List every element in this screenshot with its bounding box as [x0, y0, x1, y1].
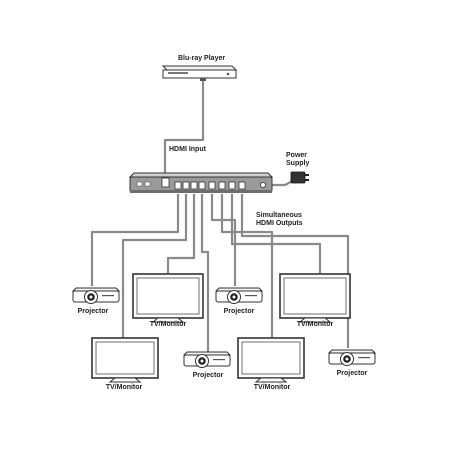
blu-ray-player — [161, 65, 238, 81]
cable-output-7 — [230, 194, 322, 273]
blu-ray-player-label: Blu-ray Player — [178, 55, 226, 62]
output-label-1: Projector — [77, 308, 109, 315]
cable-output-5 — [210, 194, 237, 286]
cable-output-3 — [166, 194, 196, 273]
cable-input — [163, 78, 205, 176]
simultaneous-outputs-label-line2: HDMI Outputs — [256, 220, 303, 227]
tv-monitor-2 — [279, 273, 351, 323]
power-supply-label-line1: Power — [286, 152, 308, 159]
power-supply-label: Power Supply — [286, 152, 309, 168]
output-label-8: Projector — [336, 370, 368, 377]
projector-4 — [327, 349, 377, 366]
hdmi-input-label: HDMI Input — [169, 146, 206, 153]
tv-monitor-4 — [237, 337, 305, 383]
output-label-3: Projector — [223, 308, 255, 315]
output-label-2: TV/Monitor — [149, 321, 187, 328]
power-supply — [290, 171, 309, 184]
cable-output-6 — [220, 194, 274, 338]
hdmi-splitter — [128, 172, 274, 193]
output-label-7: TV/Monitor — [253, 384, 291, 391]
cable-output-1 — [90, 194, 180, 286]
projector-3 — [182, 351, 232, 368]
projector-1 — [71, 287, 121, 304]
simultaneous-outputs-label-line1: Simultaneous — [256, 212, 302, 219]
power-supply-label-line2: Supply — [286, 160, 310, 167]
simultaneous-outputs-label: Simultaneous HDMI Outputs — [256, 212, 303, 228]
cable-output-2 — [121, 194, 188, 338]
output-ports — [174, 181, 246, 190]
output-label-4: TV/Monitor — [296, 321, 334, 328]
output-label-5: TV/Monitor — [105, 384, 143, 391]
output-label-6: Projector — [192, 372, 224, 379]
cable-output-4 — [200, 194, 210, 352]
tv-monitor-1 — [132, 273, 204, 323]
projector-2 — [214, 287, 264, 304]
tv-monitor-3 — [91, 337, 159, 383]
